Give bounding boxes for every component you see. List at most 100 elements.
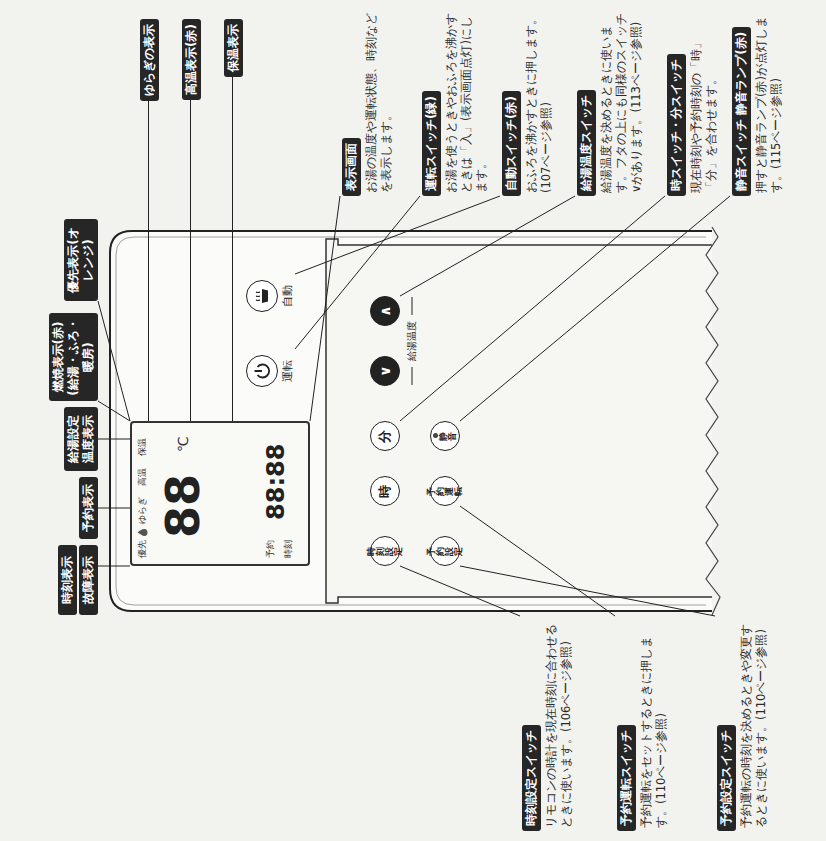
cut-edge [706,227,720,615]
callout-box: 給湯温度スイッチ給湯温度を決めるときに使います。フタの上にも同様のスイッチ∨があ… [575,6,645,196]
leader-line [98,301,130,421]
display-segment: 優先 [138,540,147,558]
power-icon [252,361,272,381]
round-button: 予約設定 [430,536,460,566]
leader-line [148,101,149,421]
tag-label: 給湯設定温度表示 [64,407,98,471]
indicator-tag: 時刻表示故障表示 [56,545,98,615]
callout-text: 押すと静音ランプ(赤)が点灯します。(115ページ参照) [751,6,784,196]
button-label: 時刻設定 [367,543,403,560]
indicator-tag: ゆらぎの表示 [138,19,159,101]
callout-heading: 自動スイッチ(赤) [502,91,521,196]
display-segment: 88:88 [264,444,288,520]
callout-text: 予約運転の時刻を決めるときや変更するときに使います。(110ページ参照) [736,616,769,831]
button-label: ∧ [378,305,393,316]
callout-text: お湯を使うときやおふろを沸かすときは「入」(表示画面点灯)にします。 [441,6,490,196]
leader-line [400,196,575,296]
callout-box: 運転スイッチ(緑)お湯を使うときやおふろを沸かすときは「入」(表示画面点灯)にし… [420,6,490,196]
tag-label: 保温表示 [224,19,243,77]
display-segment: ゆらぎ [138,497,147,524]
button-label: 静音 [439,428,457,445]
button-label: 予約設定 [427,543,463,560]
button-label: 運転 [280,349,295,393]
callout-heading: 時スイッチ・分スイッチ [667,54,686,196]
main-button: 運転 [246,349,295,393]
callout-heading: 予約運転スイッチ [617,725,636,831]
main-button: 自動 [246,274,295,318]
indicator-tag: 予約表示 [77,477,98,539]
button-face [246,280,278,312]
leader-line [190,100,191,421]
leader-line [400,566,520,616]
callout-heading: 静音スイッチ 静音ランプ(赤) [732,27,751,196]
button-label: 予約運転 [427,483,463,500]
button-face [246,355,278,387]
flame-icon [137,528,148,537]
display-segment: 88 [160,474,206,538]
steam-lines [256,292,260,301]
power-bar [255,370,263,372]
round-button: 時刻設定 [370,536,400,566]
button-label: 時 [378,485,392,498]
display-segment: 高温 [138,468,147,486]
leader-line [232,77,233,421]
indicator-tag: 優先表示(オレンジ) [62,219,98,301]
callout-box: 静音スイッチ 静音ランプ(赤)押すと静音ランプ(赤)が点灯します。(115ページ… [730,6,784,196]
quiet-lamp [433,434,438,439]
flame-shape [138,529,148,536]
leader-line [98,439,130,440]
display-segment: 保温 [138,438,147,456]
tag-label: 時刻表示 [58,545,77,615]
leader-line [460,566,715,616]
callout-heading: 予約設定スイッチ [717,725,736,831]
callout-box: 予約設定スイッチ予約運転の時刻を決めるときや変更するときに使います。(110ペー… [715,616,769,831]
leader-line [310,196,340,421]
callout-text: 予約運転をセットするときに押します。(110ページ参照) [636,616,669,831]
tag-label: 予約表示 [79,477,98,539]
temperature-button: ∧ [370,296,400,326]
bath-icon [252,286,272,306]
panel-label: 給湯温度 [405,311,419,371]
leader-line [98,566,130,567]
round-button: 分 [370,421,400,451]
callout-heading: 表示画面 [342,138,361,196]
display-segment: 時刻 [284,540,293,558]
button-label: 分 [378,430,392,443]
callout-heading: 時刻設定スイッチ [522,725,541,831]
remote-housing [110,231,712,611]
callout-box: 時スイッチ・分スイッチ現在時刻や予約時刻の「時」「分」を合わせます。 [665,6,719,196]
temperature-button: ∨ [370,356,400,386]
tag-label: ゆらぎの表示 [140,19,159,101]
callout-box: 表示画面お湯の温度や運転状態、時刻などを表示します。 [340,6,394,196]
leader-line [460,506,615,616]
leader-line [400,196,665,421]
callout-box: 自動スイッチ(赤)おふろを沸かすときに押します。(107ページ参照) [500,6,554,196]
indicator-tag: 給湯設定温度表示 [62,407,98,471]
button-label: ∨ [378,365,393,376]
tag-label: 高温表示(赤) [182,19,201,100]
callout-text: おふろを沸かすときに押します。(107ページ参照) [521,6,554,196]
callout-text: お湯の温度や運転状態、時刻などを表示します。 [361,6,394,196]
indicator-tag: 燃焼表示(赤)(給湯・ふろ・暖房) [47,313,98,401]
button-label: 自動 [280,274,295,318]
display-segment: ℃ [176,436,190,452]
display-segment: 予約 [266,540,275,558]
leader-line [295,196,500,274]
callout-box: 予約運転スイッチ予約運転をセットするときに押します。(110ページ参照) [615,616,669,831]
callout-box: 時刻設定スイッチリモコンの時計を現在時刻に合わせるときに使います。(106ページ… [520,616,574,831]
leader-line [460,196,730,421]
round-button: 予約運転 [430,476,460,506]
callout-text: 現在時刻や予約時刻の「時」「分」を合わせます。 [686,6,719,196]
tag-label: 燃焼表示(赤)(給湯・ふろ・暖房) [49,313,98,401]
indicator-tag: 高温表示(赤) [180,19,201,100]
callout-text: リモコンの時計を現在時刻に合わせるときに使います。(106ページ参照) [541,616,574,831]
round-button: 静音 [430,421,460,451]
tag-label: 優先表示(オレンジ) [64,219,98,301]
indicator-tag: 保温表示 [222,19,243,77]
callout-text: 給湯温度を決めるときに使います。フタの上にも同様のスイッチ∨があります。(113… [596,6,645,196]
leader-line [98,508,130,509]
display-screen: 優先 ゆらぎ 高温 保温 ℃ 88 予約時刻 88:88 [130,421,310,566]
leader-line [295,196,420,349]
callout-heading: 運転スイッチ(緑) [422,91,441,196]
